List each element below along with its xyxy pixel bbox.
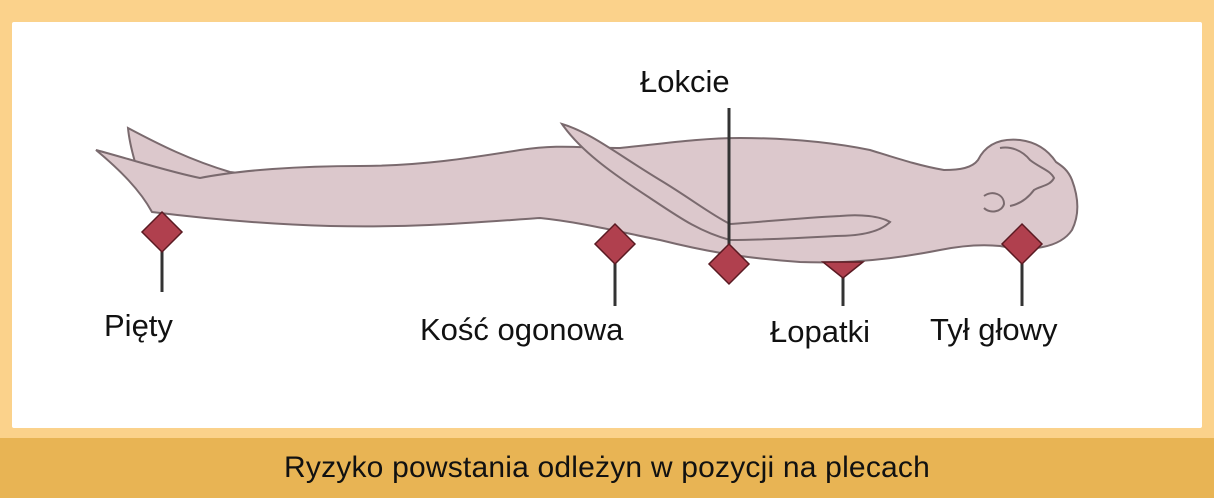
shoulder-blades-label: Łopatki bbox=[770, 316, 870, 347]
elbows-label: Łokcie bbox=[640, 66, 730, 97]
diagram-caption: Ryzyko powstania odleżyn w pozycji na pl… bbox=[0, 438, 1214, 498]
tailbone-label: Kość ogonowa bbox=[420, 314, 623, 345]
body-silhouette bbox=[96, 124, 1077, 262]
heels-marker bbox=[142, 212, 182, 252]
heels-label: Pięty bbox=[104, 310, 173, 341]
shoulder-blades-marker bbox=[823, 262, 863, 278]
torso-and-legs bbox=[96, 138, 1077, 262]
back-of-head-label: Tył głowy bbox=[930, 314, 1057, 345]
